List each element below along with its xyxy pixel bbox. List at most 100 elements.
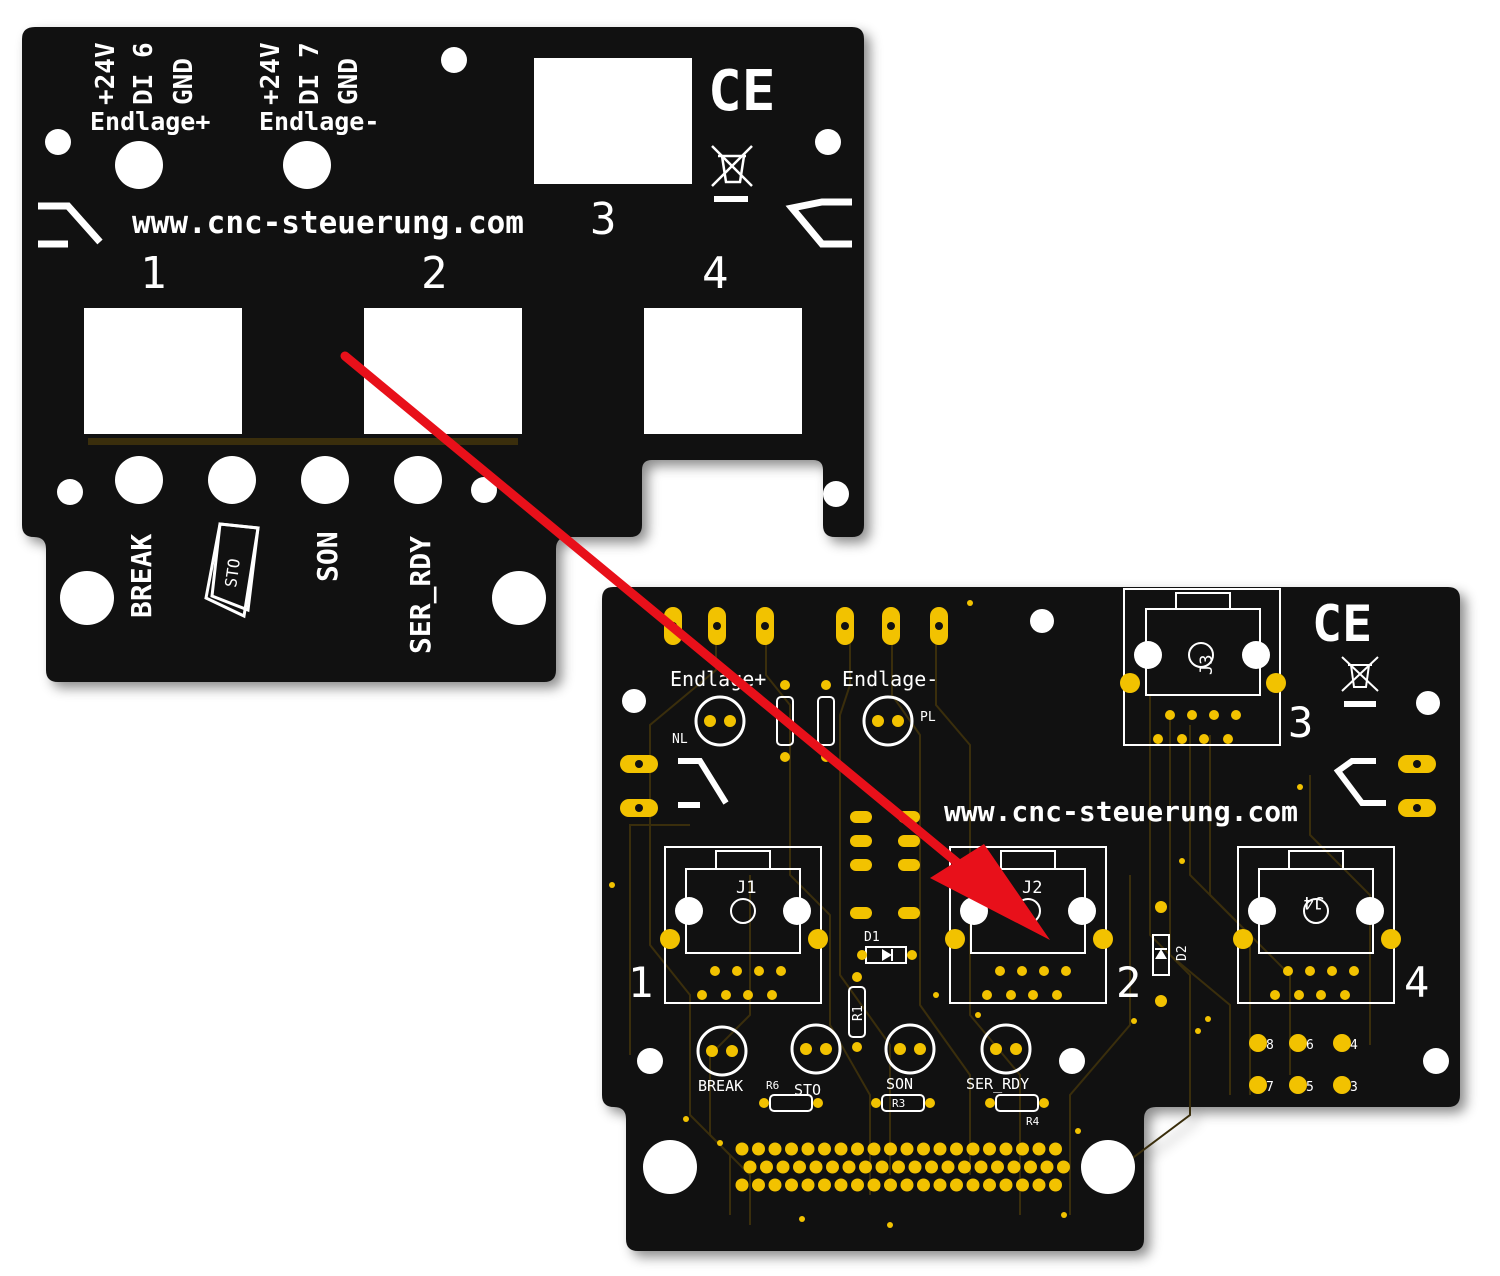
header-pin	[785, 1178, 798, 1192]
front-label-break: BREAK	[125, 534, 158, 618]
pcb-numbered-pins	[1249, 1034, 1351, 1094]
pcb-connector-j3	[1120, 588, 1286, 746]
header-pin	[1040, 1160, 1054, 1174]
header-pin	[1032, 1178, 1046, 1192]
pcb-middle-pads	[850, 811, 920, 919]
front-label-24v-a: +24V	[91, 42, 121, 105]
pcb-label-d1: D1	[864, 930, 880, 945]
port-window-3	[534, 58, 692, 184]
header-pin	[752, 1142, 765, 1156]
front-port-number-2: 2	[421, 248, 448, 299]
pcb-led-nl	[694, 695, 746, 747]
header-pin	[983, 1142, 996, 1156]
header-pin	[768, 1142, 782, 1156]
pcb-weee-bin-icon	[1341, 656, 1379, 707]
header-pin	[809, 1160, 823, 1174]
pcb-label-ser-rdy: SER_RDY	[966, 1075, 1029, 1093]
header-pin	[900, 1178, 914, 1192]
pcb-url: www.cnc-steuerung.com	[944, 795, 1298, 828]
front-url: www.cnc-steuerung.com	[132, 205, 524, 241]
header-pin	[925, 1160, 938, 1174]
pcb-pin-6: 6	[1306, 1038, 1314, 1053]
pcb-pin-4: 4	[1350, 1038, 1358, 1053]
pcb-ce-mark-icon: CE	[1312, 595, 1372, 653]
front-label-ser-rdy: SER_RDY	[404, 536, 437, 654]
header-pin	[1049, 1142, 1062, 1156]
pcb-resistor-pads-bottom	[759, 1098, 1049, 1108]
header-pin	[818, 1178, 831, 1192]
header-pin	[743, 1160, 757, 1174]
pcb-label-r1: R1	[851, 1005, 866, 1021]
pcb-endlage-minus: Endlage-	[842, 667, 938, 691]
pcb-diode-d2	[1152, 901, 1170, 1007]
front-label-gnd-b: GND	[334, 58, 364, 105]
header-pin	[908, 1160, 922, 1174]
front-port-number-4: 4	[702, 248, 729, 299]
pcb-label-j2: J2	[1022, 878, 1042, 898]
pcb-limit-switch-left-icon	[678, 758, 729, 808]
pcb-limit-switch-right-icon	[1333, 758, 1386, 806]
header-pin	[859, 1160, 872, 1174]
header-pin	[834, 1178, 848, 1192]
header-pin	[950, 1142, 963, 1156]
port-window-1	[84, 308, 242, 434]
header-pin	[735, 1142, 749, 1156]
front-port-number-1: 1	[140, 248, 167, 299]
header-pin	[933, 1178, 947, 1192]
pcb-connector-j1	[660, 846, 828, 1004]
pcb-connector-j2	[945, 846, 1113, 1004]
port-window-4	[644, 308, 802, 434]
pcb-label-r6: R6	[766, 1079, 779, 1092]
header-pin	[834, 1142, 848, 1156]
front-ce-mark-icon: CE	[708, 59, 775, 124]
header-pin	[958, 1160, 971, 1174]
pcb-mounting-holes	[622, 609, 1449, 1194]
front-limit-switch-right-icon	[785, 198, 852, 248]
pcb-port-number-3: 3	[1288, 698, 1313, 747]
header-pin	[974, 1160, 988, 1174]
pcb-label-j1: J1	[736, 878, 756, 898]
header-pin	[867, 1178, 881, 1192]
header-pin	[966, 1178, 980, 1192]
pcb-label-break: BREAK	[698, 1077, 743, 1095]
header-pin	[884, 1142, 897, 1156]
pcb-pin-5: 5	[1306, 1080, 1314, 1095]
header-pin	[941, 1160, 955, 1174]
header-pin	[1016, 1142, 1029, 1156]
front-label-gnd-a: GND	[169, 58, 199, 105]
pcb-resistors-bottom	[769, 1094, 1039, 1112]
pcb-led-pl	[862, 695, 914, 747]
pcb-label-j3: J3	[1197, 655, 1217, 675]
header-pin	[818, 1142, 831, 1156]
front-label-di6: DI 6	[129, 42, 159, 105]
header-pin	[991, 1160, 1004, 1174]
pcb-label-son: SON	[886, 1075, 913, 1093]
header-pin	[1007, 1160, 1021, 1174]
header-pin	[776, 1160, 790, 1174]
header-pin	[826, 1160, 839, 1174]
header-pin	[851, 1178, 864, 1192]
pcb-diode-d1	[857, 946, 917, 964]
front-label-sto: STO	[221, 557, 244, 588]
pcb-label-j4: J4	[1304, 892, 1324, 912]
pcb-pin-3: 3	[1350, 1080, 1358, 1095]
light-guide-strip	[88, 438, 518, 445]
header-pin	[851, 1142, 864, 1156]
front-panel: +24V DI 6 GND +24V DI 7 GND Endlage+ End…	[22, 27, 864, 682]
header-pin	[1057, 1160, 1070, 1174]
header-pin	[933, 1142, 947, 1156]
front-label-24v-b: +24V	[256, 42, 286, 105]
header-pin	[1024, 1160, 1037, 1174]
header-pin	[768, 1178, 782, 1192]
pcb-pad-holes	[635, 622, 1421, 812]
front-sto-door-icon	[204, 522, 260, 619]
pcb-label-d2: D2	[1175, 945, 1190, 961]
header-pin	[999, 1142, 1013, 1156]
header-pin	[785, 1142, 798, 1156]
pcb-label-r4: R4	[1026, 1115, 1040, 1128]
port-window-2	[364, 308, 522, 434]
header-pin	[752, 1178, 765, 1192]
pcb-connector-j4	[1233, 846, 1401, 1004]
header-pin	[1049, 1178, 1062, 1192]
header-pin	[760, 1160, 773, 1174]
